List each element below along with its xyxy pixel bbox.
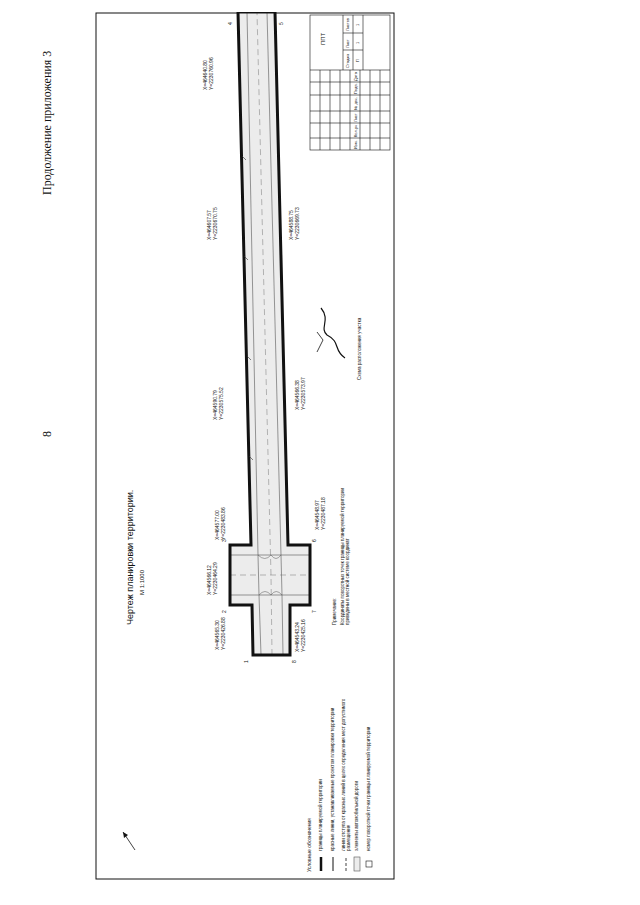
legend-entry: границы планируемой территории <box>317 681 325 872</box>
sheet-label: 3 <box>222 539 228 542</box>
legend-text: элементы автомобильной дороги <box>354 681 359 851</box>
legend-entry: номер поворотной точки границы планируем… <box>365 681 373 872</box>
sheet-label: Дата <box>354 72 359 81</box>
legend-sample <box>317 856 325 872</box>
sheet-label: 4 <box>228 22 234 25</box>
coordinate-label: X=464607.57 Y=2230670.75 <box>207 192 219 240</box>
coordinate-label: X=464565.30 Y=2230426.88 <box>215 602 227 650</box>
coordinate-label: X=464590.79 Y=2230575.52 <box>213 372 225 420</box>
legend-text: границы планируемой территории <box>318 681 323 851</box>
sheet-label: Лист <box>354 113 359 122</box>
coordinate-label: X=464566.12 Y=2230464.29 <box>207 547 219 595</box>
sheet-label: П <box>356 59 361 62</box>
page-header: 8 <box>40 431 55 437</box>
legend-text: красные линии, устанавливаемые проектом … <box>330 681 335 851</box>
legend-entry: линии отступа от красных линий в целях о… <box>341 681 351 872</box>
road-plan <box>95 12 395 880</box>
sheet-label: 1 <box>356 42 361 44</box>
legend-entry: красные линии, устанавливаемые проектом … <box>329 681 337 872</box>
legend-text: номер поворотной точки границы планируем… <box>366 681 371 851</box>
legend-sample <box>329 856 337 872</box>
sheet-label: М 1:1000 <box>139 570 146 595</box>
sheet-label: Изм. <box>354 140 359 149</box>
sheet-label: 6 <box>312 539 318 542</box>
sheet-label: Подп. <box>354 83 359 94</box>
legend-text: линии отступа от красных линий в целях о… <box>341 681 351 851</box>
sheet-label: Примечание: <box>332 598 337 625</box>
coordinate-label: X=464566.38 Y=2230573.97 <box>295 362 307 410</box>
sheet-label: Стадия <box>346 54 351 68</box>
sheet-label: ППТ <box>320 33 327 45</box>
sheet-label: № док. <box>354 97 359 110</box>
sheet-label: Лист <box>346 39 351 48</box>
legend-sample <box>353 856 361 872</box>
sheet-label: Листов <box>346 18 351 31</box>
sheet-label: 5 <box>279 22 285 25</box>
coordinate-label: X=464588.75 Y=2230669.73 <box>289 192 301 240</box>
page-header: Продолжение приложения 3 <box>40 51 55 195</box>
coordinate-label: X=464640.80 Y=2230760.96 <box>203 42 215 90</box>
sheet-label: 1 <box>356 24 361 26</box>
sheet-label: 7 <box>312 610 318 613</box>
coordinate-label: X=464577.00 Y=2230483.86 <box>215 492 227 540</box>
sheet-label: Схема расположения участка <box>357 318 362 380</box>
legend-sample <box>342 856 350 872</box>
sheet-label: 1 <box>244 660 250 663</box>
sheet-label: Кол.уч <box>354 125 359 137</box>
sheet-label: 8 <box>292 660 298 663</box>
coordinate-label: X=464543.24 Y=2230425.16 <box>295 604 307 652</box>
sheet-label: Координаты поворотных точек границы план… <box>340 475 350 625</box>
sheet-label: 2 <box>222 610 228 613</box>
sheet-label: Условные обозначения <box>307 818 313 872</box>
drawing-title: Чертеж планировки территории. <box>125 490 135 625</box>
legend-sample <box>365 856 373 872</box>
coordinate-label: X=464548.97 Y=2230487.18 <box>315 482 327 530</box>
legend-entry: элементы автомобильной дороги <box>353 681 361 872</box>
drawing-sheet: Чертеж планировки территории. М 1:1000Усл… <box>95 12 395 880</box>
